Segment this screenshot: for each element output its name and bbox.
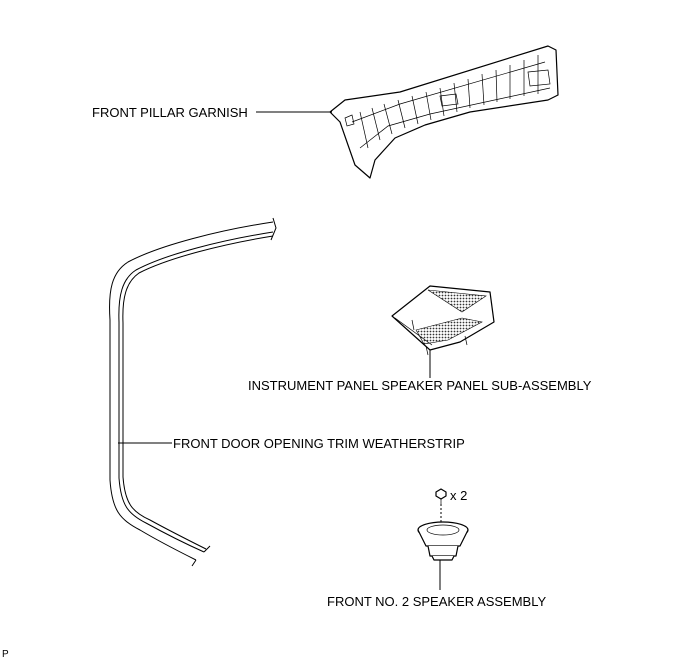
front-no2-speaker-part <box>417 521 469 561</box>
front-door-opening-trim-weatherstrip-part <box>109 217 277 567</box>
instrument-panel-speaker-panel-part <box>391 285 495 356</box>
fastener-quantity: x 2 <box>450 488 467 503</box>
speaker-panel-label: INSTRUMENT PANEL SPEAKER PANEL SUB-ASSEM… <box>248 378 592 393</box>
speaker-assembly-label: FRONT NO. 2 SPEAKER ASSEMBLY <box>327 594 546 609</box>
weatherstrip-label: FRONT DOOR OPENING TRIM WEATHERSTRIP <box>173 436 465 451</box>
screw-icon <box>435 488 447 504</box>
front-pillar-garnish-label: FRONT PILLAR GARNISH <box>92 105 248 120</box>
footer-code: P <box>2 649 9 660</box>
front-pillar-garnish-part <box>329 45 559 179</box>
